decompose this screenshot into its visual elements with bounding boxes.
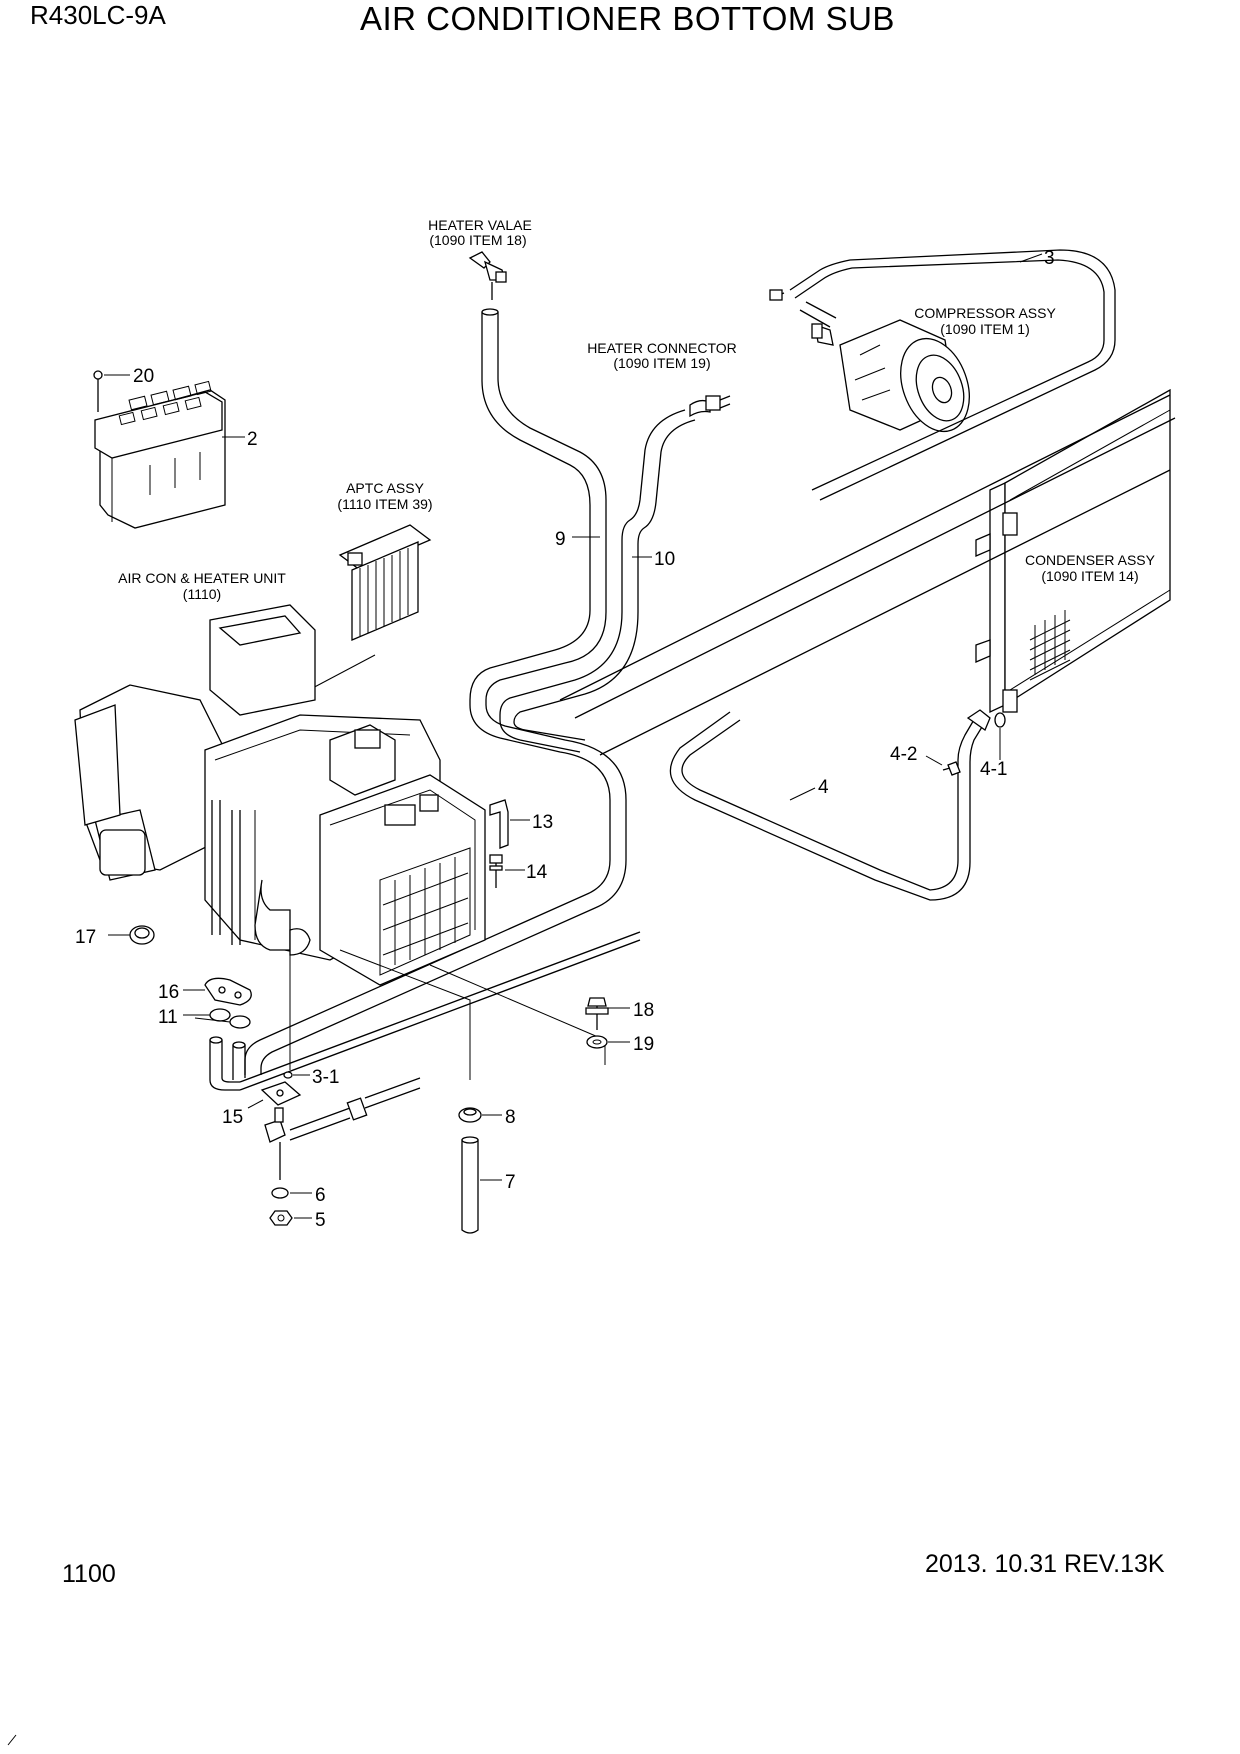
label-heater-valve-ref: (1090 ITEM 18)	[429, 232, 526, 248]
condenser-assy	[975, 388, 1171, 714]
callout-7: 7	[505, 1172, 516, 1193]
nut-5	[269, 1210, 293, 1226]
aptc-assy	[338, 524, 432, 641]
label-heater-valve: HEATER VALAE	[428, 217, 532, 233]
callout-18: 18	[633, 1000, 654, 1021]
aircon-heater-unit	[74, 604, 486, 986]
callout-17: 17	[75, 927, 96, 948]
label-aptc-ref: (1110 ITEM 39)	[337, 496, 432, 512]
bolt-18	[585, 997, 609, 1030]
fitting-bracket	[264, 1077, 421, 1180]
label-compressor-ref: (1090 ITEM 1)	[940, 321, 1029, 337]
callout-16: 16	[158, 982, 179, 1003]
callout-14: 14	[526, 862, 548, 883]
washer-19	[586, 1035, 608, 1049]
heater-hose-9	[244, 308, 627, 1075]
callout-4-2: 4-2	[890, 744, 917, 765]
callout-2: 2	[247, 429, 258, 450]
callout-3-1: 3-1	[312, 1067, 339, 1088]
callout-11: 11	[158, 1007, 178, 1028]
heater-hose-10	[499, 395, 731, 753]
label-condenser: CONDENSER ASSY	[1025, 552, 1156, 568]
callout-5: 5	[315, 1210, 326, 1231]
callout-3: 3	[1044, 248, 1055, 269]
label-aircon-unit-ref: (1110)	[183, 586, 221, 602]
washer-6	[271, 1187, 289, 1199]
callout-15: 15	[222, 1107, 243, 1128]
callout-4-1: 4-1	[980, 759, 1007, 780]
callout-8: 8	[505, 1107, 516, 1128]
callout-6: 6	[315, 1185, 326, 1206]
callout-13: 13	[532, 812, 553, 833]
condenser-hose-4	[669, 709, 1006, 901]
callout-4: 4	[818, 777, 829, 798]
bracket-13	[489, 799, 509, 849]
label-heater-connector: HEATER CONNECTOR	[587, 340, 737, 356]
oring-3-1	[283, 1071, 293, 1079]
bolt-14	[489, 854, 503, 888]
label-aptc: APTC ASSY	[346, 480, 424, 496]
callout-10: 10	[654, 549, 675, 570]
callout-20: 20	[133, 366, 154, 387]
plate-15	[260, 1081, 302, 1106]
revision-date: 2013. 10.31 REV.13K	[925, 1550, 1165, 1578]
label-compressor: COMPRESSOR ASSY	[914, 305, 1056, 321]
label-heater-connector-ref: (1090 ITEM 19)	[613, 355, 710, 371]
screw-20	[93, 370, 103, 412]
grommet-17	[129, 925, 155, 945]
clamp-8	[458, 1107, 482, 1123]
label-aircon-unit: AIR CON & HEATER UNIT	[118, 570, 286, 586]
plate-16	[204, 977, 252, 1006]
page-number: 1100	[62, 1560, 116, 1588]
cap-11	[209, 1008, 251, 1029]
callout-9: 9	[555, 529, 566, 550]
heater-valve	[468, 251, 507, 300]
callout-19: 19	[633, 1034, 654, 1055]
drain-hose-7	[461, 1136, 479, 1234]
model-number: R430LC-9A	[30, 0, 166, 30]
compressor-hose-3	[769, 249, 1116, 501]
label-condenser-ref: (1090 ITEM 14)	[1041, 568, 1138, 584]
page-title: AIR CONDITIONER BOTTOM SUB	[360, 0, 895, 37]
compressor-assy	[814, 319, 970, 433]
controller-panel	[94, 380, 226, 529]
